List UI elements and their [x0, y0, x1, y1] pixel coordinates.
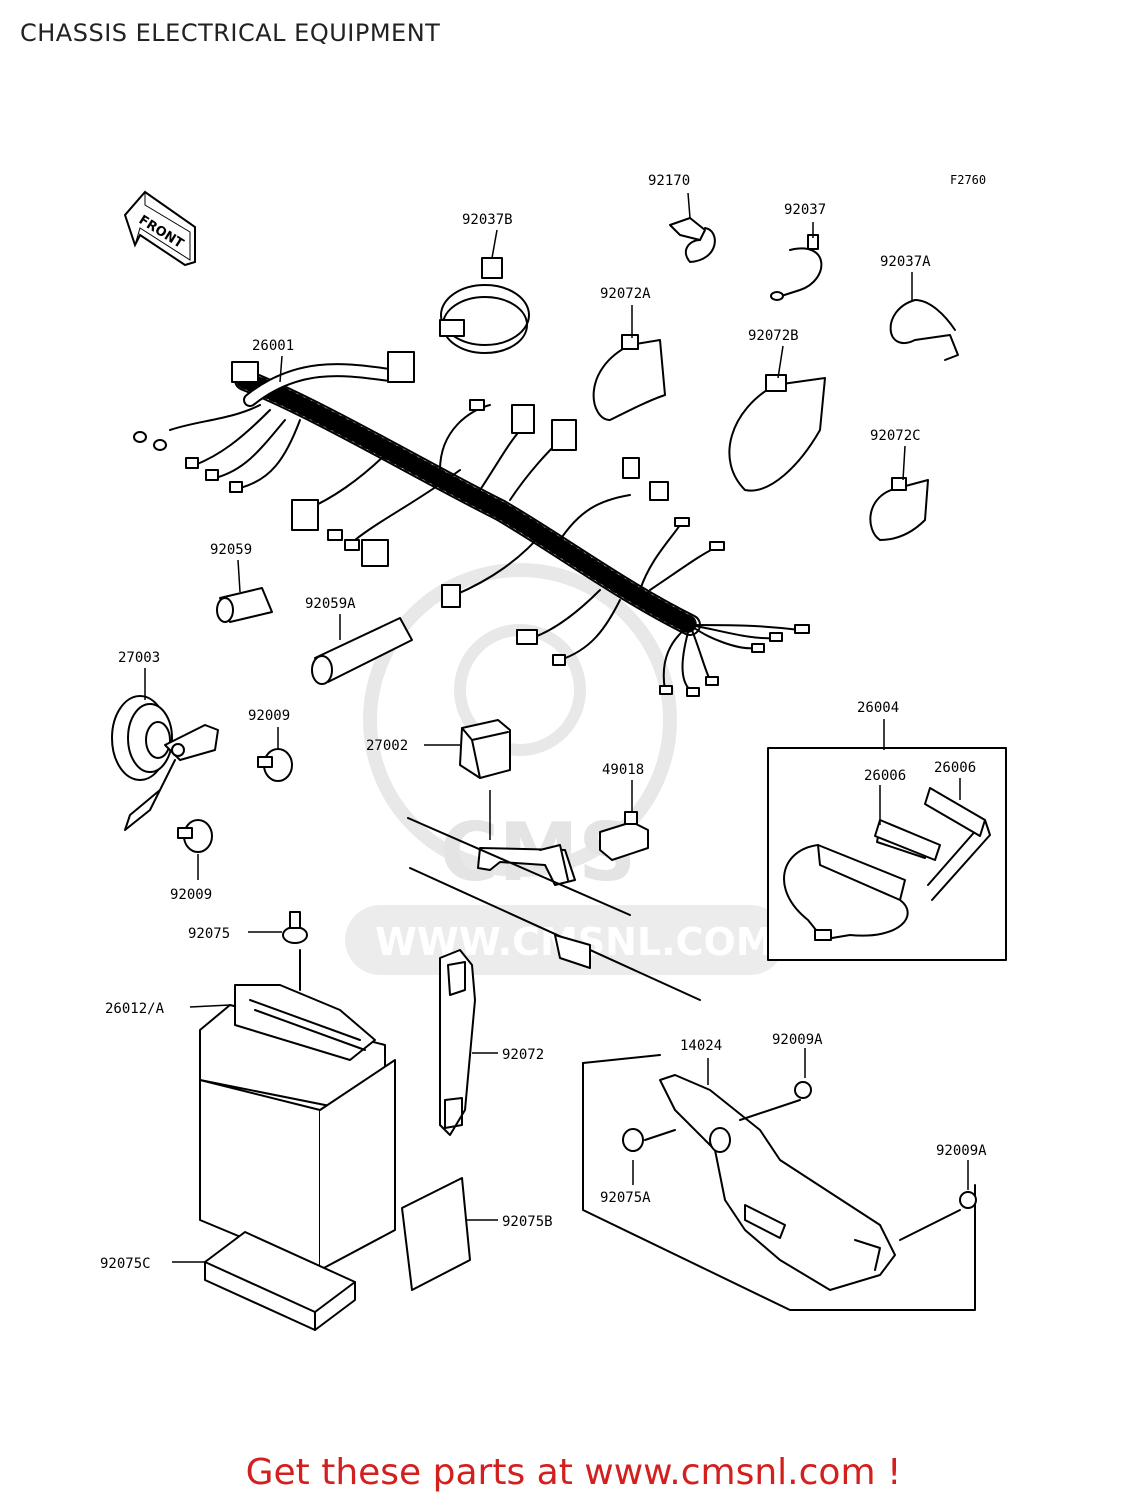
part-label: 27002	[366, 738, 408, 754]
horn-27003	[111, 695, 219, 831]
part-label: 92059	[210, 542, 252, 558]
band-92072b	[728, 374, 826, 492]
clamp-92037a	[889, 299, 959, 361]
battery-26012a	[199, 984, 396, 1271]
connector-49018	[599, 811, 649, 861]
pad-92075c	[204, 1231, 356, 1331]
part-label: 92072C	[870, 428, 921, 444]
part-label: 92072	[502, 1047, 544, 1063]
part-label: 92075C	[100, 1256, 151, 1272]
part-label: 26006	[864, 768, 906, 784]
battery-strap-92072	[299, 949, 476, 1136]
bolt-92009-upper	[257, 748, 293, 782]
part-label: 26012/A	[105, 1001, 165, 1017]
nut-92075	[282, 911, 308, 944]
band-92072c	[869, 477, 929, 541]
tube-92059	[216, 587, 273, 623]
part-label: 92072B	[748, 328, 799, 344]
part-label: 92037B	[462, 212, 513, 228]
part-label: 92075	[188, 926, 230, 942]
part-label: 92075A	[600, 1190, 651, 1206]
footer-link[interactable]: Get these parts at www.cmsnl.com !	[245, 1452, 902, 1493]
bracket-92170	[669, 217, 716, 263]
part-label: 26001	[252, 338, 294, 354]
figure-code: F2760	[950, 173, 986, 187]
pad-92075b	[401, 1177, 471, 1291]
part-label: 92009A	[936, 1143, 987, 1159]
part-label: 27003	[118, 650, 160, 666]
part-label: 92009	[170, 887, 212, 903]
fuse-kit-frame-26004	[767, 747, 1007, 961]
relay-bracket	[407, 817, 701, 1001]
part-label: 92059A	[305, 596, 356, 612]
part-label: 49018	[602, 762, 644, 778]
wire-harness-drawing	[133, 351, 810, 697]
part-label: 92009A	[772, 1032, 823, 1048]
tube-92059a	[311, 617, 413, 685]
band-92072a	[592, 334, 666, 421]
bracket-14024	[582, 1054, 977, 1311]
part-label: 92075B	[502, 1214, 553, 1230]
part-label: 26004	[857, 700, 899, 716]
front-arrow-icon: FRONT	[123, 190, 196, 267]
part-label: 92170	[648, 173, 690, 189]
bolt-92009-lower	[177, 819, 213, 853]
part-label: 92037	[784, 202, 826, 218]
relay-27002	[459, 719, 511, 779]
part-label: 92072A	[600, 286, 651, 302]
part-label: 92009	[248, 708, 290, 724]
part-label: 92037A	[880, 254, 931, 270]
clamp-92037	[770, 234, 823, 301]
part-label: 14024	[680, 1038, 722, 1054]
footer-banner: Get these parts at www.cmsnl.com !	[0, 1452, 1147, 1493]
band-clamp-92037b	[439, 257, 530, 354]
part-label: 26006	[934, 760, 976, 776]
leader-lines	[144, 192, 969, 1263]
page-title: CHASSIS ELECTRICAL EQUIPMENT	[20, 19, 441, 47]
